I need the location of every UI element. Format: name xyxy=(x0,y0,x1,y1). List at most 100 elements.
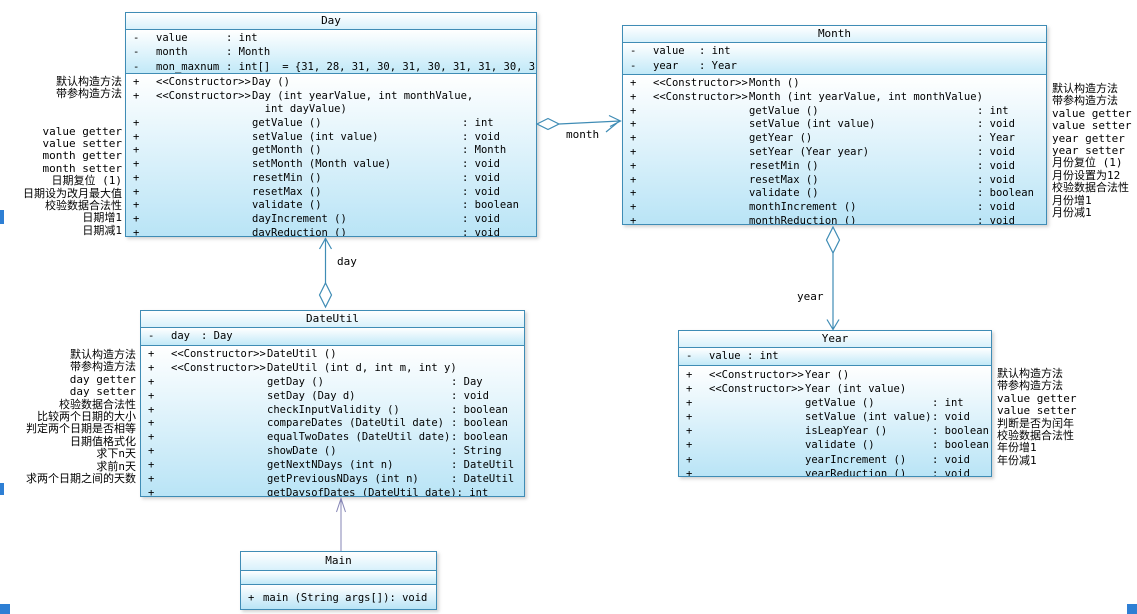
annotation-line: 月份减1 xyxy=(1052,206,1092,220)
method-row: +getNextNDays (int n): DateUtil xyxy=(148,459,515,472)
attribute-row: -value: int xyxy=(630,45,731,57)
method-row: +showDate (): String xyxy=(148,445,502,458)
dateutil-day-aggregation-connector[interactable] xyxy=(318,237,333,309)
annotation-line: 月份设置为12 xyxy=(1052,168,1121,182)
method-row: +getValue (): int xyxy=(133,117,494,130)
canvas-handle[interactable] xyxy=(0,210,4,224)
association-label-day: day xyxy=(337,255,357,268)
method-row: +<<Constructor>>DateUtil (int d, int m, … xyxy=(148,361,457,374)
attribute-row: -day: Day xyxy=(148,330,233,342)
annotation-line: 日期复位 (1) xyxy=(51,174,123,188)
annotation-line: 日期减1 xyxy=(82,223,122,237)
annotation-line: 带参构造方法 xyxy=(70,360,136,374)
annotation-line: 年份增1 xyxy=(997,441,1037,455)
annotation-line: 带参构造方法 xyxy=(56,87,122,101)
method-row: +validate (): boolean xyxy=(133,199,519,212)
annotation-line: year getter xyxy=(1052,131,1125,145)
method-row: +getMonth (): Month xyxy=(133,144,507,157)
annotation-line: 校验数据合法性 xyxy=(45,199,122,213)
method-row: +setValue (int value): void xyxy=(133,130,500,143)
annotation-line: 校验数据合法性 xyxy=(1052,181,1129,195)
annotation-line: 日期设为改月最大值 xyxy=(23,186,122,200)
class-box-year[interactable]: Year -value: int +<<Constructor>>Year ()… xyxy=(678,330,992,477)
canvas-handle[interactable] xyxy=(0,483,4,495)
annotation-line: 求两个日期之间的天数 xyxy=(26,472,136,486)
method-row: +<<Constructor>>Year (int value) xyxy=(686,383,907,396)
method-row: +<<Constructor>>Day (int yearValue, int … xyxy=(133,89,474,102)
association-label-month: month xyxy=(566,128,600,141)
annotation-line: 月份增1 xyxy=(1052,193,1092,207)
class-title: DateUtil xyxy=(141,311,524,328)
dateutil-attributes-compartment: -day: Day xyxy=(141,328,524,346)
annotation-line: value getter xyxy=(1052,106,1132,120)
arrowhead-icon xyxy=(826,319,840,331)
annotation-line: 默认构造方法 xyxy=(56,75,122,88)
annotation-line: 默认构造方法 xyxy=(70,348,136,361)
year-methods-compartment: +<<Constructor>>Year () +<<Constructor>>Y… xyxy=(679,366,991,476)
year-attributes-compartment: -value: int xyxy=(679,348,991,366)
canvas-handle[interactable] xyxy=(0,604,10,614)
class-title: Year xyxy=(679,331,991,348)
method-row: +monthReduction (): void xyxy=(630,214,1015,224)
method-row: +main (String args[]): void xyxy=(248,592,428,604)
annotation-line: 日期增1 xyxy=(82,211,122,225)
month-attributes-compartment: -value: int-year: Year xyxy=(623,43,1046,75)
annotation-line: day getter xyxy=(69,372,136,386)
method-row: +validate (): boolean xyxy=(686,439,989,452)
canvas-handle[interactable] xyxy=(1127,604,1137,614)
annotation-line: value setter xyxy=(42,137,122,150)
annotation-line: year setter xyxy=(1052,144,1125,158)
method-row: +checkInputValidity (): boolean xyxy=(148,403,508,416)
day-methods-compartment: +<<Constructor>>Day ()+<<Constructor>>Da… xyxy=(126,74,536,236)
annotation-line: 月份复位 (1) xyxy=(1052,156,1123,170)
main-dateutil-dependency-connector[interactable] xyxy=(336,496,346,552)
method-row: +getDaysofDates (DateUtil date): int xyxy=(148,486,489,496)
annotation-line: 年份减1 xyxy=(997,453,1037,467)
method-row: +setValue (int value): void xyxy=(630,118,1015,131)
annotation-line: 默认构造方法 xyxy=(997,367,1063,380)
method-row: +getPreviousNDays (int n): DateUtil xyxy=(148,473,515,486)
class-box-month[interactable]: Month -value: int-year: Year +<<Construc… xyxy=(622,25,1047,225)
method-row: +<<Constructor>>Day () xyxy=(133,76,290,88)
annotation-line: value setter xyxy=(1052,119,1132,133)
method-row: +resetMax (): void xyxy=(133,185,500,198)
class-box-main[interactable]: Main +main (String args[]): void xyxy=(240,551,437,610)
attribute-row: -value: int xyxy=(133,32,258,44)
annotation-line: month getter xyxy=(42,149,122,163)
class-box-day[interactable]: Day -value: int-month: Month-mon_maxnum:… xyxy=(125,12,537,237)
method-row: +<<Constructor>>Year () xyxy=(686,369,850,381)
month-methods-compartment: +<<Constructor>>Month ()+<<Constructor>>… xyxy=(623,75,1046,224)
method-row: +setDay (Day d): void xyxy=(148,389,489,402)
method-row: +setMonth (Month value): void xyxy=(133,158,500,171)
class-box-dateutil[interactable]: DateUtil -day: Day +<<Constructor>>DateU… xyxy=(140,310,525,497)
method-row: +setYear (Year year): void xyxy=(630,145,1015,158)
association-label-year: year xyxy=(797,290,824,303)
method-row: +equalTwoDates (DateUtil date): boolean xyxy=(148,431,508,444)
arrowhead-icon xyxy=(318,237,333,250)
aggregation-diamond-icon xyxy=(825,225,841,255)
method-row: +resetMax (): void xyxy=(630,173,1015,186)
method-row: +yearReduction (): void xyxy=(686,467,970,476)
dateutil-methods-compartment: +<<Constructor>>DateUtil ()+<<Constructo… xyxy=(141,346,524,496)
annotation-line: day setter xyxy=(69,385,136,399)
method-row: +isLeapYear (): boolean xyxy=(686,425,989,438)
month-year-aggregation-connector[interactable] xyxy=(825,225,841,331)
method-row: +resetMin (): void xyxy=(133,171,500,184)
annotation-line: value getter xyxy=(42,124,122,138)
attribute-row: -month: Month xyxy=(133,46,271,59)
annotation-line: 日期值格式化 xyxy=(70,434,136,448)
method-row: +getValue (): int xyxy=(686,397,964,410)
method-row: +setValue (int value): void xyxy=(686,411,970,424)
annotation-line: 求前n天 xyxy=(96,459,136,473)
annotation-line: 带参构造方法 xyxy=(997,379,1063,393)
attribute-row: -mon_maxnum: int[]= {31, 28, 31, 30, 31,… xyxy=(133,60,536,73)
method-row: +<<Constructor>>Month (int yearValue, in… xyxy=(630,90,983,103)
annotation-line: 比较两个日期的大小 xyxy=(37,410,136,424)
arrowhead-icon xyxy=(336,496,346,513)
aggregation-diamond-icon xyxy=(535,117,561,131)
